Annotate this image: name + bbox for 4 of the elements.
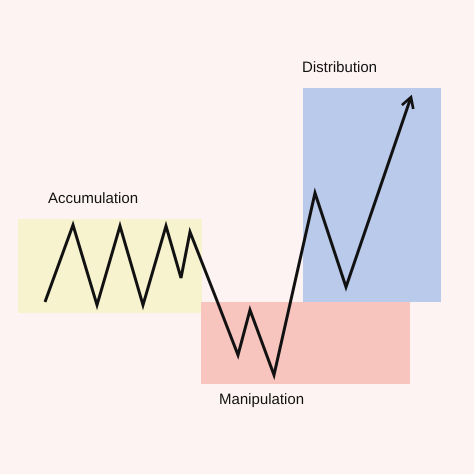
phase-label: Manipulation <box>219 391 304 408</box>
phase-label: Distribution <box>302 59 378 76</box>
price-path-arrow <box>216 96 415 380</box>
phase-label: Accumulation <box>48 190 138 207</box>
